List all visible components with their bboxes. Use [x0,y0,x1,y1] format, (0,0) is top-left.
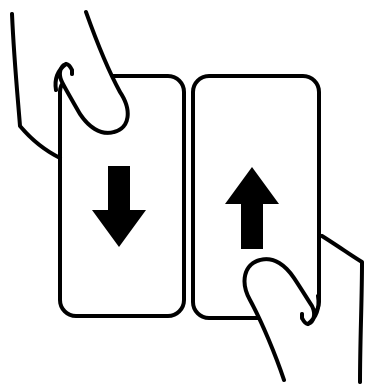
top-left-hand-outline [12,14,60,158]
bottom-right-hand-outline [322,236,362,382]
